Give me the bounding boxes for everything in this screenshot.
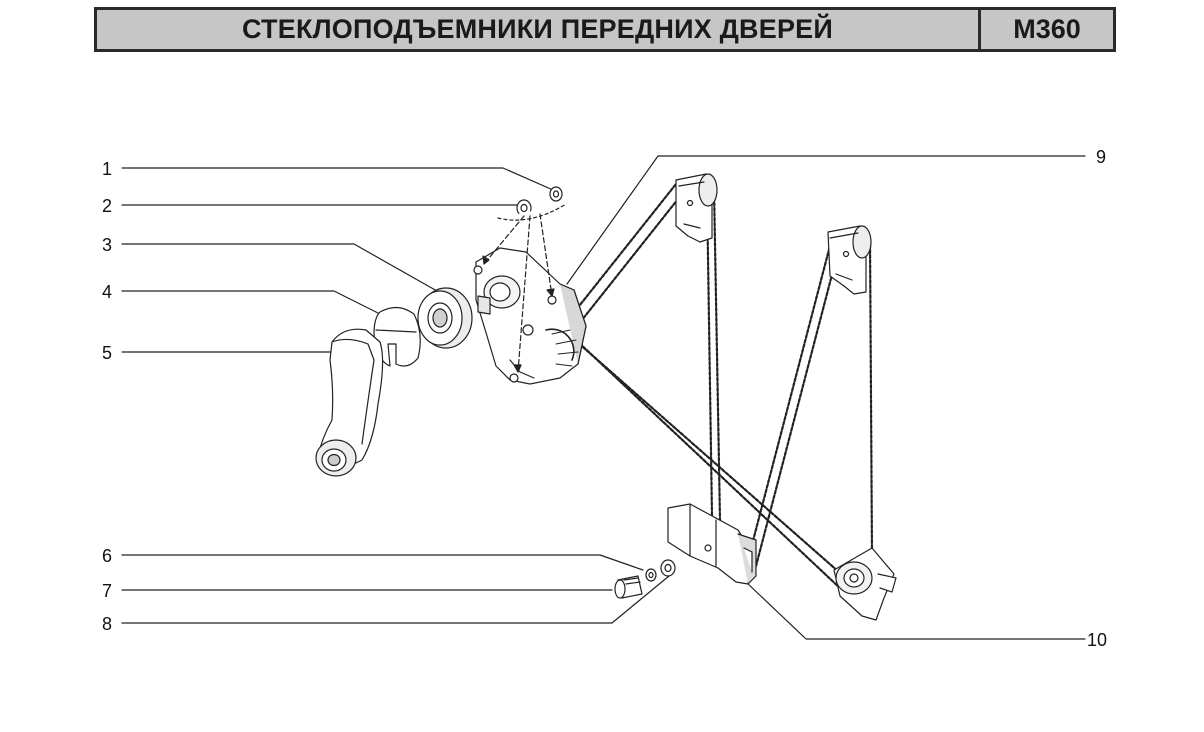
leader-8 [121, 575, 670, 624]
callout-3: 3 [102, 235, 112, 255]
leader-lines [121, 155, 1086, 640]
spacer-plate [373, 306, 421, 367]
window-slider-clamp [667, 503, 757, 585]
callout-7: 7 [102, 581, 112, 601]
seal-ring [417, 287, 473, 349]
leader-3 [121, 243, 438, 292]
callout-numbers: 1 2 3 4 5 6 7 8 9 10 [102, 147, 1107, 650]
regulator-mechanism [473, 247, 587, 385]
window-crank-handle [315, 328, 384, 477]
regulator-cables [566, 182, 874, 592]
leader-4 [121, 290, 383, 316]
page-title: СТЕКЛОПОДЪЕМНИКИ ПЕРЕДНИХ ДВЕРЕЙ [242, 14, 833, 44]
callout-6: 6 [102, 546, 112, 566]
leader-6 [121, 554, 644, 571]
fastening-nuts [482, 186, 567, 373]
upper-pulley-bracket-right [827, 225, 872, 295]
leader-9 [566, 155, 1086, 285]
callout-10: 10 [1087, 630, 1107, 650]
leader-10 [745, 581, 1086, 640]
lower-pulley-bracket [833, 547, 897, 621]
callout-2: 2 [102, 196, 112, 216]
callout-8: 8 [102, 614, 112, 634]
page-header: СТЕКЛОПОДЪЕМНИКИ ПЕРЕДНИХ ДВЕРЕЙ M360 [94, 7, 1116, 52]
callout-1: 1 [102, 159, 112, 179]
leader-1 [121, 167, 554, 191]
callout-4: 4 [102, 282, 112, 302]
screw-and-washers [614, 559, 676, 599]
section-code: M360 [978, 10, 1113, 49]
upper-pulley-bracket-left [675, 173, 718, 243]
callout-9: 9 [1096, 147, 1106, 167]
callout-5: 5 [102, 343, 112, 363]
